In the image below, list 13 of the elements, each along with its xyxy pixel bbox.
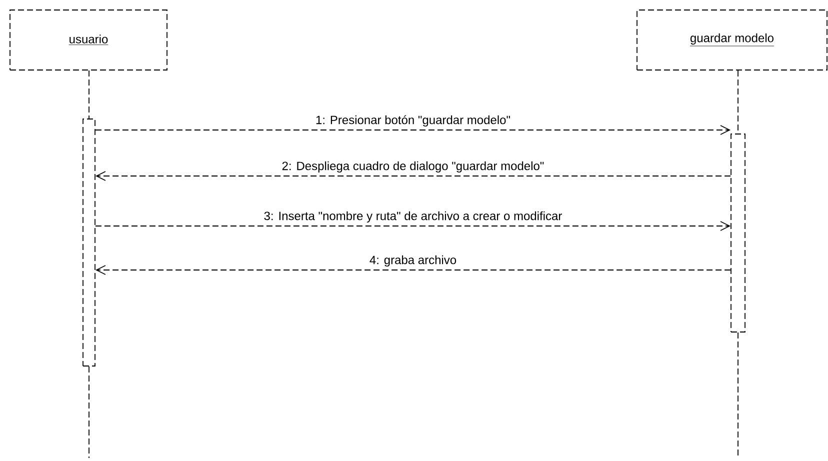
edge-label: 2: Despliega cuadro de dialogo "guardar modelo" (280, 160, 546, 174)
message-arrow (95, 265, 731, 275)
message-arrow (95, 171, 731, 181)
edge-label: 1: Presionar botón "guardar modelo" (314, 114, 512, 128)
lifeline (88, 70, 90, 119)
activation-bar (82, 118, 96, 366)
edge-label: 4: graba archivo (368, 254, 458, 268)
object-box: usuario (10, 10, 168, 70)
message-arrow (95, 125, 731, 135)
activation-bar (730, 134, 746, 332)
edge-label: 3: Inserta "nombre y ruta" de archivo a crear o modificar (262, 210, 564, 224)
message-arrow (95, 221, 731, 231)
object-box: guardar modelo (636, 10, 828, 70)
